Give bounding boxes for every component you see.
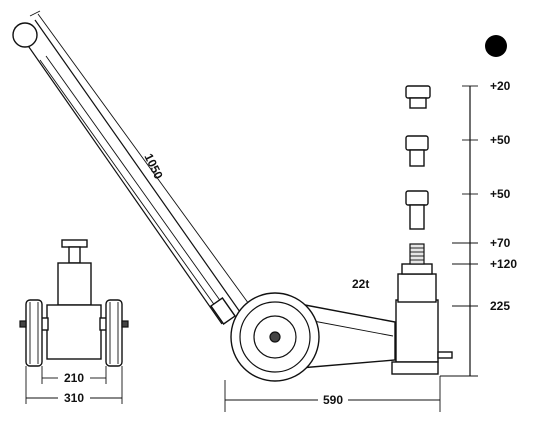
extension-label-120: +120: [490, 257, 517, 271]
cylinder-body: [395, 299, 439, 363]
side-view: 1050 22t 590: [12, 10, 453, 412]
front-hub-left: [19, 320, 27, 328]
wheel-hub: [269, 331, 281, 343]
extension-20-stem: [409, 97, 427, 109]
cylinder-base: [391, 361, 439, 375]
front-cylinder: [46, 304, 102, 360]
handle-socket: [209, 296, 237, 326]
ram-head: [401, 263, 433, 275]
extension-label-20: +20: [490, 79, 511, 93]
extension-label-70: +70: [490, 236, 511, 250]
extension-50b-head: [405, 190, 429, 206]
capacity-label: 22t: [352, 277, 369, 291]
front-saddle-cap: [61, 239, 88, 248]
extension-20-head: [405, 85, 431, 99]
extension-50a-stem: [409, 149, 425, 167]
height-scale: +20 +50 +50 +70 +120 225: [440, 79, 517, 377]
threaded-screw: [409, 243, 425, 265]
front-wheel-left: [25, 299, 43, 367]
extension-label-225: 225: [490, 299, 510, 313]
extension-50a-head: [405, 135, 429, 151]
dimension-590-label: 590: [323, 393, 343, 407]
front-wheel-right: [105, 299, 123, 367]
release-valve: [437, 351, 453, 359]
extension-pieces: [405, 85, 431, 230]
dimension-310-label: 310: [64, 391, 84, 405]
extension-50b-stem: [409, 204, 425, 230]
front-saddle-stem: [68, 246, 81, 264]
handle-grip: [12, 22, 38, 48]
dimension-210-label: 210: [64, 371, 84, 385]
cylinder-neck: [397, 273, 437, 303]
handle: [12, 19, 241, 326]
front-view: 210 310: [19, 239, 129, 405]
filled-circle-icon: [485, 35, 507, 57]
front-ram: [57, 262, 92, 306]
front-hub-right: [121, 320, 129, 328]
extension-label-50b: +50: [490, 187, 511, 201]
extension-label-50a: +50: [490, 133, 511, 147]
